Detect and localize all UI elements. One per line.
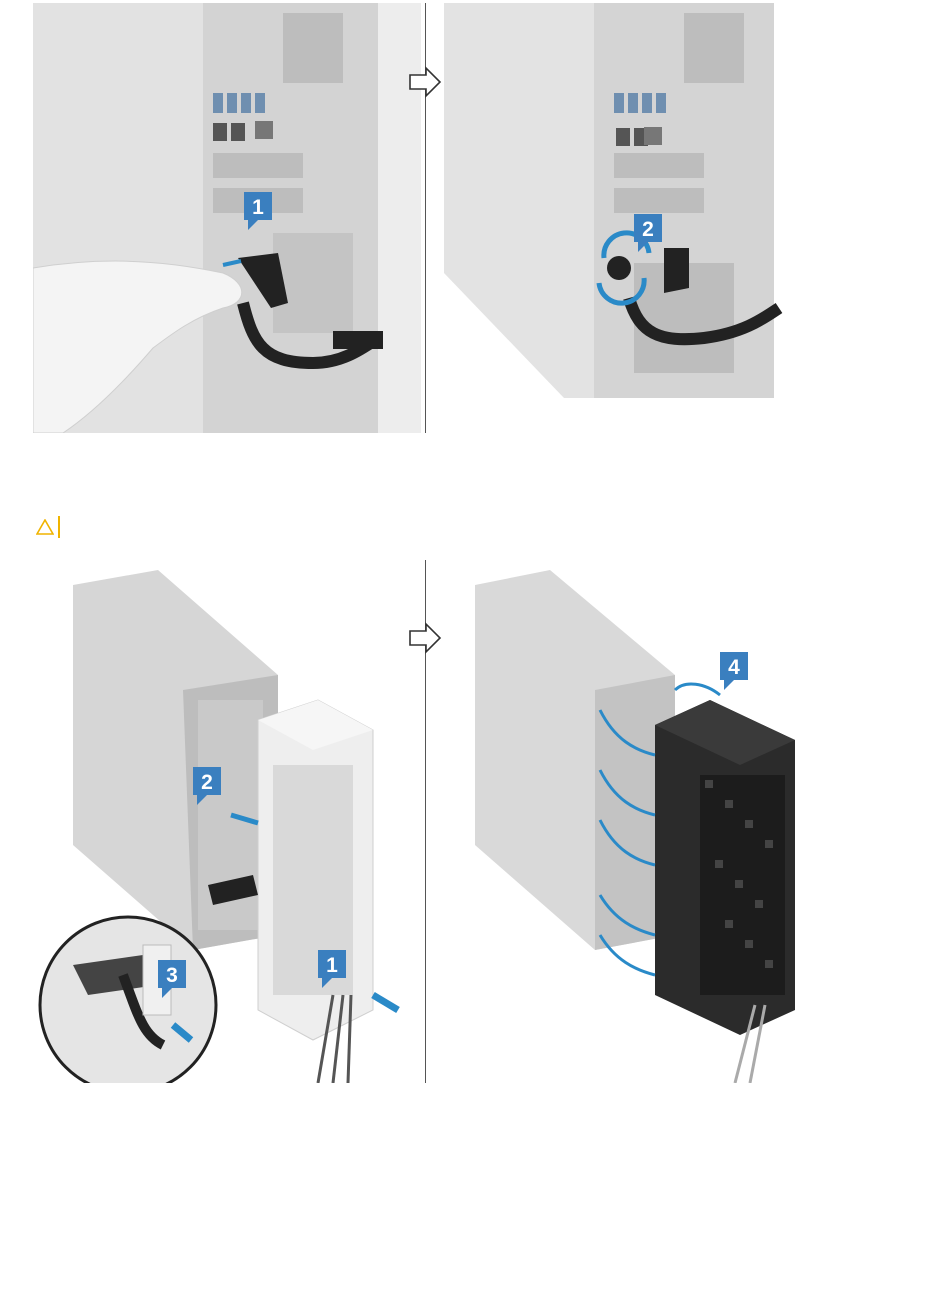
figure2-panel-attach-dust-filter [33,565,421,1083]
figure2-step-1-callout: 1 [318,950,348,990]
figure2-step-3-callout: 3 [158,960,188,1000]
warning-triangle-icon [36,519,54,535]
figure2-step-2-callout: 2 [193,767,223,807]
outline-right-arrow-icon [408,66,442,98]
figure2-step-4-label: 4 [728,656,740,679]
outline-right-arrow-icon [408,622,442,654]
figure2-panel-dust-filter-installed [470,565,810,1083]
caution-note [36,514,60,540]
figure1-step-2-label: 2 [642,218,654,241]
figure2-step-4-callout: 4 [720,652,750,692]
figure2-step-1-label: 1 [326,954,338,977]
figure2-step-2-label: 2 [201,771,213,794]
figure2-step-3-label: 3 [166,964,178,987]
figure1-step-2-callout: 2 [634,214,664,254]
figure1-step-1-callout: 1 [244,192,274,232]
figure1-step-1-label: 1 [252,196,264,219]
figure1-panel-attach-cable-holder [33,3,421,433]
figure1-panel-secure-cable-holder [444,3,784,398]
caution-bar [58,516,60,538]
